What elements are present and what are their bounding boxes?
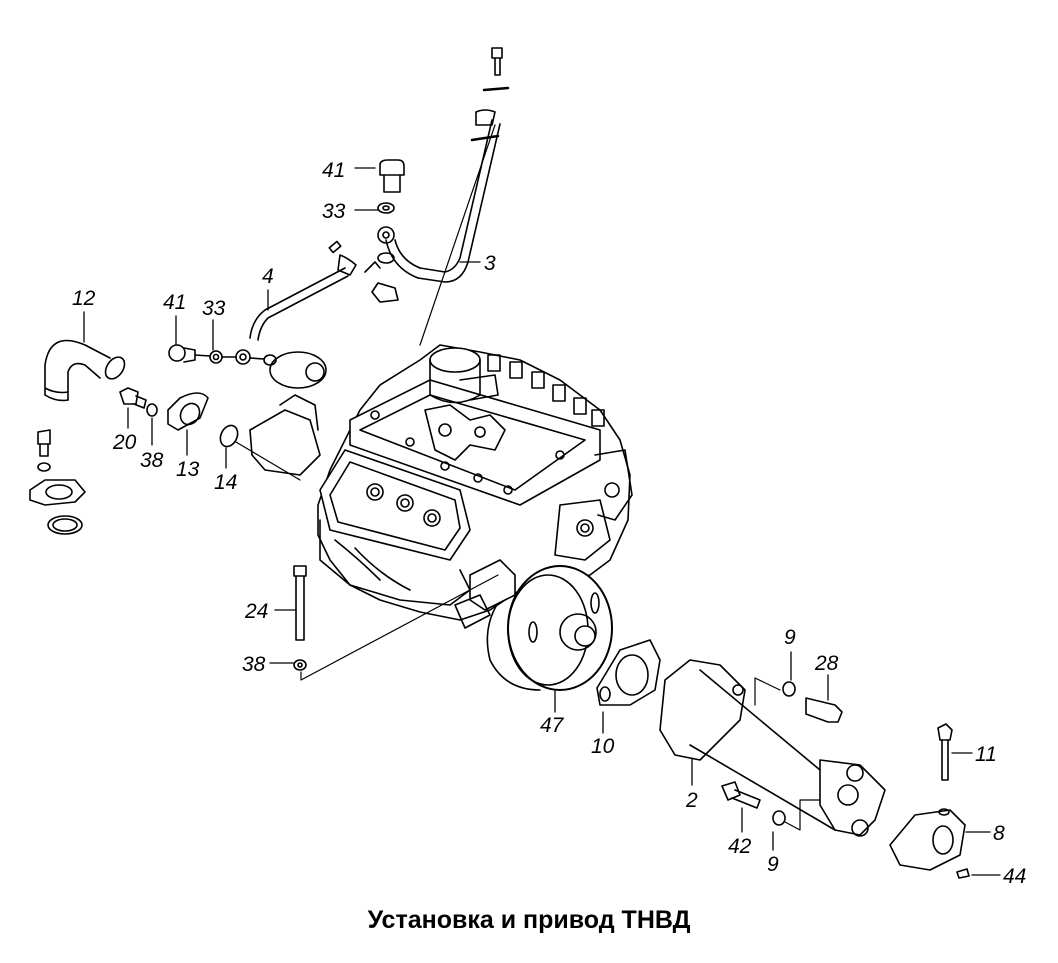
callout-2[interactable]: 2 xyxy=(686,789,698,812)
callout-47[interactable]: 47 xyxy=(540,714,564,737)
flange-group xyxy=(119,387,301,481)
drive-coupling xyxy=(454,559,613,691)
gasket-10 xyxy=(596,639,661,706)
callout-33-left[interactable]: 33 xyxy=(202,297,226,320)
callout-24[interactable]: 24 xyxy=(245,600,269,623)
callout-33-top[interactable]: 33 xyxy=(322,200,346,223)
banjo-bolt-41-left xyxy=(168,344,265,364)
callout-14[interactable]: 14 xyxy=(214,471,238,494)
callout-44[interactable]: 44 xyxy=(1003,865,1027,888)
bolt-24 xyxy=(293,565,499,681)
flange-left xyxy=(29,429,86,535)
bolt-28 xyxy=(782,681,843,723)
diagram-title: Установка и привод ТНВД xyxy=(367,906,691,934)
callout-9-bottom[interactable]: 9 xyxy=(767,853,779,876)
callout-13[interactable]: 13 xyxy=(176,458,200,481)
bolt-42 xyxy=(721,781,821,831)
callout-28[interactable]: 28 xyxy=(815,652,839,675)
pipe-4 xyxy=(235,240,399,366)
callout-10[interactable]: 10 xyxy=(591,735,615,758)
callout-4[interactable]: 4 xyxy=(262,265,274,288)
fuel-pump-body xyxy=(249,344,633,621)
callout-38-left[interactable]: 38 xyxy=(140,449,164,472)
callout-41-left[interactable]: 41 xyxy=(163,291,187,314)
banjo-bolt-41-top xyxy=(377,159,405,264)
hose-12 xyxy=(44,339,126,402)
exploded-view-drawing xyxy=(29,47,1001,879)
callout-12[interactable]: 12 xyxy=(72,287,96,310)
callout-20[interactable]: 20 xyxy=(113,431,137,454)
clamp-8 xyxy=(889,723,970,879)
leader-lines xyxy=(83,167,1001,876)
callout-3[interactable]: 3 xyxy=(484,252,496,275)
callout-8[interactable]: 8 xyxy=(993,822,1005,845)
callout-9-top[interactable]: 9 xyxy=(784,626,796,649)
callout-42[interactable]: 42 xyxy=(728,835,752,858)
pipe-3 xyxy=(385,47,510,346)
callout-11[interactable]: 11 xyxy=(975,743,997,766)
callout-41-top[interactable]: 41 xyxy=(322,159,346,182)
callout-38-bolt[interactable]: 38 xyxy=(242,653,266,676)
housing-2 xyxy=(659,659,886,837)
